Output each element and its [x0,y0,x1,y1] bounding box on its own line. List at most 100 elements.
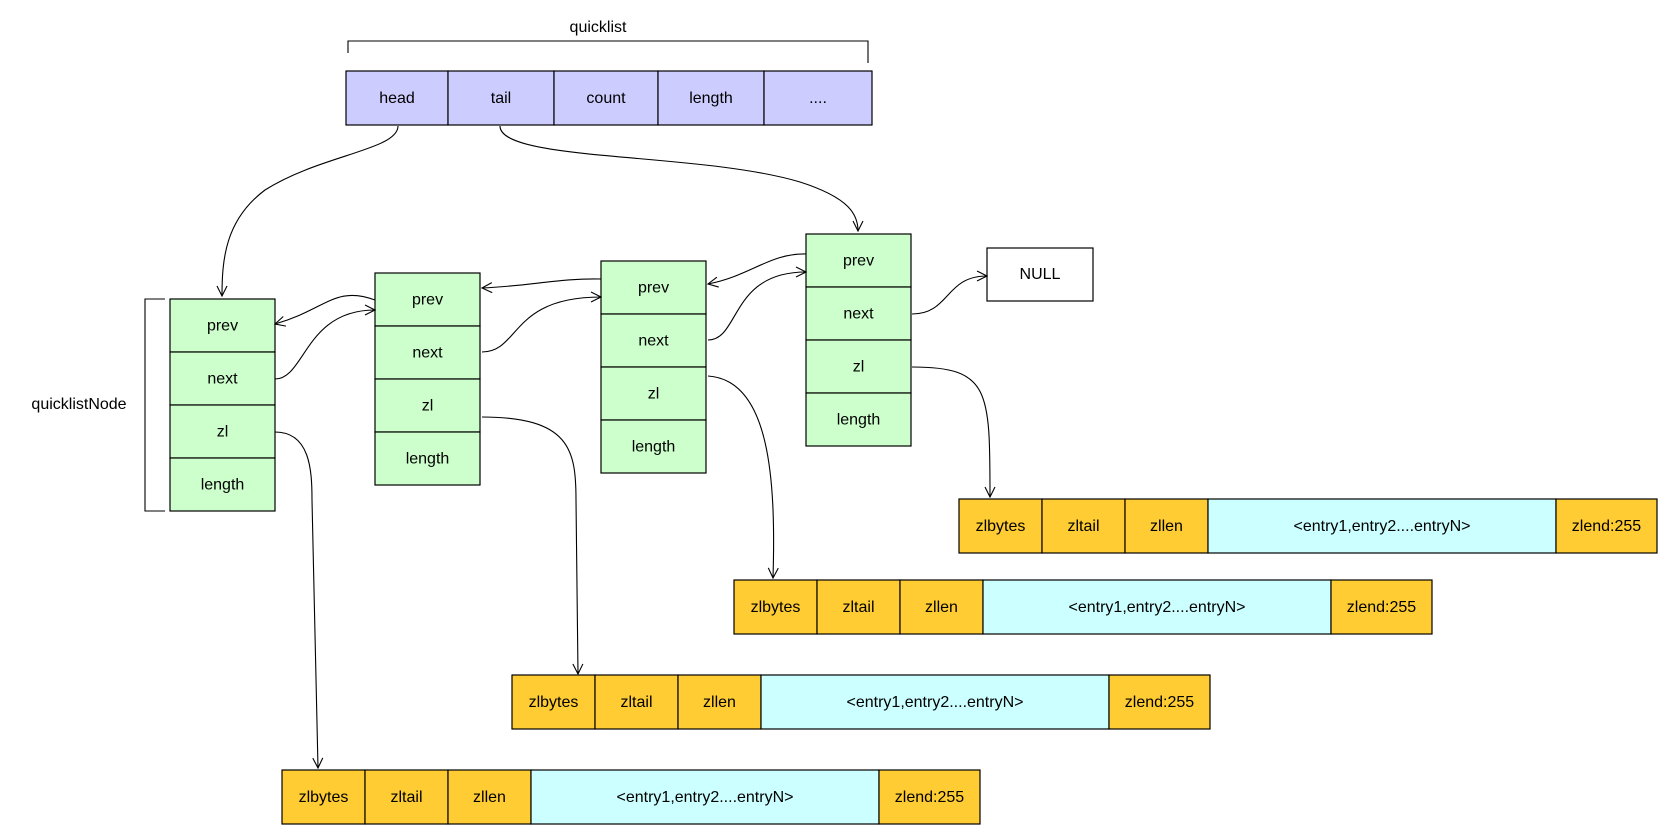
node4-length-field-label: length [837,412,881,429]
node3-next-field-label: next [638,333,669,350]
node2-next-field-box [374,325,481,380]
node1-next-arrow [274,310,375,380]
ziplist1-zlend-cell-label: zlend:255 [895,789,964,806]
ziplist3-zltail-cell-label: zltail [842,599,874,616]
ziplist1-zllen-cell-box [447,769,532,825]
ziplist3-zltail-cell: zltail [816,579,901,635]
ziplist3-zlend-cell: zlend:255 [1330,579,1433,635]
quicklist-field-ellipsis: .... [763,70,873,126]
ziplist2-zllen-cell-label: zllen [703,694,736,711]
quicklist-brace [347,40,869,63]
quicklist-field-ellipsis-box [763,70,873,126]
ziplist2-zlend-cell-box [1108,674,1211,730]
node2-next-field: next [374,325,481,380]
node3-prev-field-label: prev [638,280,669,297]
node4-zl-field-box [805,339,912,394]
ziplist3-entries-cell-box [982,579,1332,635]
ziplist1-zlend-cell-box [878,769,981,825]
quicklist-field-tail-box [447,70,555,126]
ziplist4-entries-cell-box [1207,498,1557,554]
ziplist3-zlend-cell-label: zlend:255 [1347,599,1416,616]
ziplist1-zlbytes-cell: zlbytes [281,769,366,825]
node4-zl-field: zl [805,339,912,394]
node1-zl-arrow [274,431,318,768]
node4-length-field-box [805,392,912,447]
quicklist-node-1: prev next zl length [169,298,276,512]
ziplist4-zlbytes-cell-label: zlbytes [976,518,1026,535]
quicklist-node-4: prev next zl length [805,233,912,447]
node4-zl-field-label: zl [853,359,865,376]
ziplist4-zllen-cell: zllen [1124,498,1209,554]
node3-length-field-box [600,419,707,474]
ziplist4-zltail-cell: zltail [1041,498,1126,554]
ziplist4-zlbytes-cell: zlbytes [958,498,1043,554]
ziplist-1: zlbytes zltail zllen <entry1,entry2....entr… [281,769,981,825]
node1-length-field-label: length [201,477,245,494]
ziplist1-zlend-cell: zlend:255 [878,769,981,825]
node3-prev-field: prev [600,260,707,315]
null-box: NULL [986,247,1094,302]
node3-zl-field-label: zl [648,386,660,403]
node1-prev-field-box [169,298,276,353]
node4-zl-arrow [911,366,990,497]
ziplist4-zlend-cell-box [1555,498,1658,554]
ziplist2-zlbytes-cell-label: zlbytes [529,694,579,711]
node1-zl-field-label: zl [217,424,229,441]
quicklist-field-head-label: head [379,90,415,107]
node2-zl-field-label: zl [422,398,434,415]
node3-next-arrow [707,272,806,341]
ziplist2-zltail-cell-label: zltail [620,694,652,711]
node4-next-arrow [911,276,987,315]
quicklist-field-tail-label: tail [491,90,511,107]
node1-prev-field: prev [169,298,276,353]
ziplist1-zltail-cell: zltail [364,769,449,825]
ziplist3-zlbytes-cell: zlbytes [733,579,818,635]
null-rect [986,247,1094,302]
node4-prev-field-label: prev [843,253,874,270]
ziplist2-zlend-cell: zlend:255 [1108,674,1211,730]
ziplist1-zltail-cell-label: zltail [390,789,422,806]
ziplist2-zllen-cell: zllen [677,674,762,730]
node3-zl-field-box [600,366,707,421]
node2-prev-field-label: prev [412,292,443,309]
ziplist1-zllen-cell-label: zllen [473,789,506,806]
quicklist-field-tail: tail [447,70,555,126]
node1-zl-field-box [169,404,276,459]
ziplist3-zltail-cell-box [816,579,901,635]
pointers [222,125,990,768]
node2-prev-field-box [374,272,481,327]
ziplist3-zllen-cell: zllen [899,579,984,635]
quicklist-field-head: head [345,70,449,126]
node1-length-field-box [169,457,276,512]
ziplist3-zllen-cell-label: zllen [925,599,958,616]
quicklist-field-ellipsis-label: .... [809,90,827,107]
tail-pointer-arrow [499,125,858,231]
quicklist-field-count: count [553,70,659,126]
node2-next-arrow [481,297,601,353]
node4-next-field: next [805,286,912,341]
node2-prev-field: prev [374,272,481,327]
node4-length-field: length [805,392,912,447]
node3-zl-arrow [707,375,774,578]
head-pointer-arrow [222,125,399,296]
ziplist4-zllen-cell-label: zllen [1150,518,1183,535]
ziplist1-zllen-cell: zllen [447,769,532,825]
node3-prev-field-box [600,260,707,315]
ziplist2-zltail-cell-box [594,674,679,730]
quicklist-label: quicklist [570,19,627,36]
ziplist2-zlbytes-cell-box [511,674,596,730]
ziplist4-zlend-cell: zlend:255 [1555,498,1658,554]
node4-prev-field: prev [805,233,912,288]
quicklist-nodes: prev next zl length prev next zl length prev next… [169,233,912,512]
ziplist2-zltail-cell: zltail [594,674,679,730]
node1-next-field-label: next [207,371,238,388]
quicklist-node-label: quicklistNode [31,396,126,413]
ziplist1-entries-cell: <entry1,entry2....entryN> [530,769,880,825]
ziplist2-zlbytes-cell: zlbytes [511,674,596,730]
node2-zl-field: zl [374,378,481,433]
